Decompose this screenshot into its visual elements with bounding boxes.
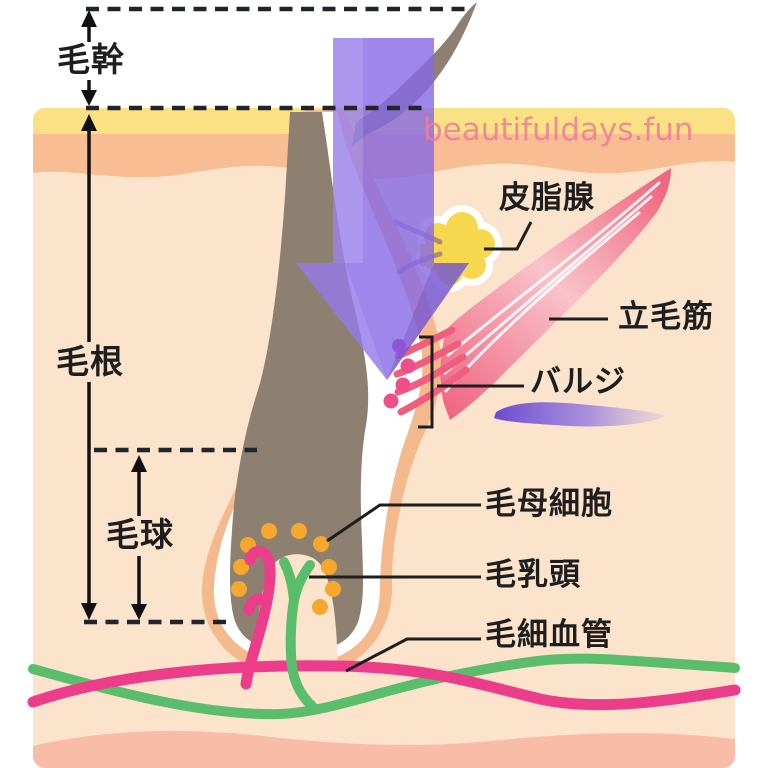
label-capillary: 毛細血管: [485, 617, 613, 653]
label-sebaceous-gland: 皮脂腺: [499, 180, 595, 216]
label-hair-root: 毛根: [56, 342, 124, 381]
matrix-cells-leader: [326, 503, 481, 543]
label-dermal-papilla: 毛乳頭: [485, 557, 581, 593]
label-matrix-cells: 毛母細胞: [485, 486, 613, 522]
label-hair-bulb: 毛球: [106, 515, 174, 554]
papilla-vessel-green: [279, 557, 317, 711]
measurement-dashed-lines: [84, 6, 468, 625]
measurement-arrows: [81, 10, 147, 620]
label-bulge: バルジ: [530, 364, 626, 400]
bulge-bracket: [418, 335, 434, 429]
bulge-dot-purple: [392, 339, 406, 353]
deep-dermis-layer: [33, 730, 735, 768]
capillary-green: [28, 653, 740, 720]
bulge-cells: [383, 339, 416, 409]
watermark-text: beautifuldays.fun: [423, 112, 694, 148]
capillary-pink: [27, 660, 741, 711]
label-arrector-pili: 立毛筋: [618, 299, 714, 335]
capillary-leader: [345, 637, 481, 673]
sebaceous-gland-leader: [484, 221, 533, 251]
hair-matrix-cells: [231, 523, 341, 615]
down-arrow-overlay: [296, 38, 469, 380]
leader-lines: [309, 221, 608, 673]
papilla-cavity: [255, 554, 338, 692]
papilla-vessel-pink: [240, 546, 276, 690]
label-hair-shaft: 毛幹: [57, 40, 125, 79]
bulge-highlight-brush: [494, 402, 666, 427]
